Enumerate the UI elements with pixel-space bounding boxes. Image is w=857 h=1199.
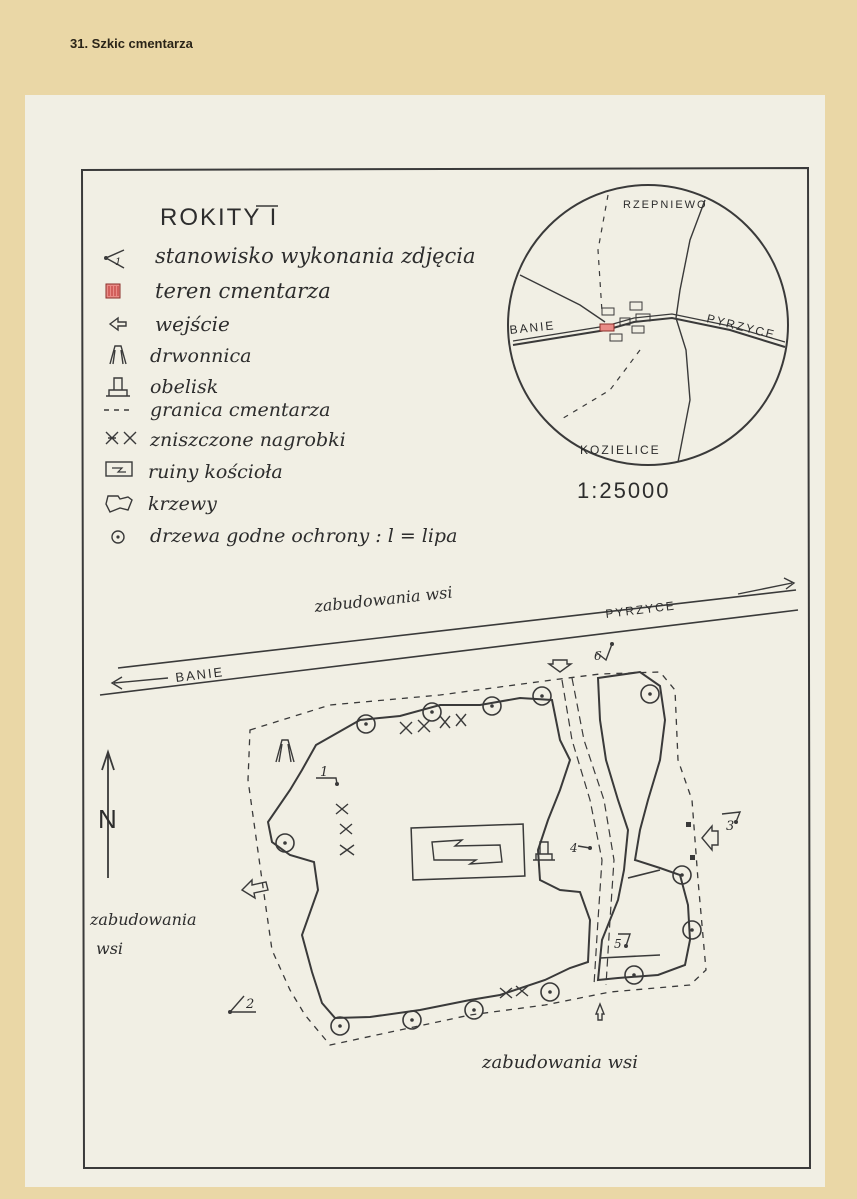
inset-scale: 1:25000 bbox=[577, 478, 671, 503]
legend-label-obelisk: obelisk bbox=[150, 376, 218, 398]
sheet bbox=[25, 95, 825, 1187]
photo-point-3: 3 bbox=[721, 811, 742, 834]
inset-road-west bbox=[519, 274, 606, 323]
svg-text:1: 1 bbox=[115, 257, 121, 268]
photo-point-2-label: 2 bbox=[245, 997, 254, 1012]
chapel-icon bbox=[275, 739, 295, 763]
church-ruins-inner bbox=[431, 839, 503, 865]
inset-cemetery-marker bbox=[599, 323, 615, 332]
page-heading: 31. Szkic cmentarza bbox=[70, 36, 193, 51]
tree-circle-icon bbox=[111, 530, 125, 544]
inset-path-north bbox=[597, 194, 609, 313]
road-label-west: BANIE bbox=[175, 664, 225, 685]
photo-point-1-label: 1 bbox=[320, 765, 328, 780]
inset-main-road bbox=[512, 316, 786, 348]
cemetery-boundary bbox=[247, 671, 707, 1046]
label-settlement-west-1: zabudowania bbox=[89, 910, 197, 929]
sketch-frame bbox=[80, 166, 812, 1169]
camera-angle-icon: 1 bbox=[104, 249, 125, 269]
road-arrow-west-icon bbox=[110, 676, 169, 690]
entrance-arrow-icon bbox=[108, 316, 127, 332]
church-ruins bbox=[410, 823, 526, 881]
road-edge-south bbox=[99, 609, 799, 696]
north-arrow-letter: N bbox=[98, 804, 119, 834]
legend-label-church-ruins: ruiny kościoła bbox=[148, 461, 283, 483]
obelisk-icon bbox=[533, 841, 555, 861]
road-label-east: PYRZYCE bbox=[605, 598, 677, 621]
north-arrow: N bbox=[98, 749, 119, 878]
photo-point-5-label: 5 bbox=[614, 937, 622, 951]
cemetery-west-section bbox=[266, 696, 592, 1020]
legend-label-destroyed-graves: zniszczone nagrobki bbox=[149, 429, 346, 451]
label-settlement-west-2: wsi bbox=[96, 939, 123, 958]
inset-label-east: PYRZYCE bbox=[705, 311, 777, 342]
photo-point-4-label: 4 bbox=[569, 841, 578, 855]
church-ruins-icon bbox=[105, 461, 133, 477]
cemetery-east-section bbox=[596, 670, 692, 982]
inset-path-south bbox=[559, 349, 641, 421]
photo-point-3-label: 3 bbox=[726, 819, 734, 834]
label-settlement-south: zabudowania wsi bbox=[481, 1052, 638, 1073]
photo-point-6-label: 6 bbox=[594, 649, 602, 663]
inset-label-north: RZEPNIEWO bbox=[623, 199, 708, 211]
map-title: ROKITY I bbox=[160, 204, 278, 231]
cemetery-east-subdivision bbox=[599, 869, 661, 959]
cemetery-plan: 1 2 3 4 5 6 bbox=[228, 642, 742, 1046]
entrance-south-icon bbox=[594, 1002, 606, 1021]
inset-circle bbox=[507, 184, 789, 466]
inset-map: RZEPNIEWO BANIE PYRZYCE KOZIELICE 1:2500… bbox=[507, 184, 789, 503]
entrance-east-icon bbox=[701, 824, 719, 852]
lane-dashed-west bbox=[571, 677, 615, 986]
legend-label-shrubs: krzewy bbox=[148, 493, 217, 515]
photo-point-4: 4 bbox=[569, 841, 592, 855]
legend-label-photo-point: stanowisko wykonania zdjęcia bbox=[155, 244, 476, 268]
shrubs-icon bbox=[105, 495, 133, 513]
cemetery-area-icon bbox=[105, 283, 121, 299]
gate-post-north bbox=[686, 822, 691, 827]
inset-road-north bbox=[675, 199, 706, 319]
legend: 1 bbox=[104, 249, 137, 544]
photo-point-2: 2 bbox=[228, 995, 256, 1014]
road-arrow-east-icon bbox=[737, 577, 796, 595]
legend-label-entrance: wejście bbox=[155, 312, 230, 336]
destroyed-graves-icon bbox=[105, 431, 137, 445]
legend-label-cemetery-area: teren cmentarza bbox=[155, 279, 331, 303]
legend-label-trees: drzewa godne ochrony : l = lipa bbox=[150, 525, 457, 547]
trees bbox=[275, 684, 702, 1036]
legend-label-boundary: granica cmentarza bbox=[150, 399, 330, 421]
photo-point-6: 6 bbox=[594, 642, 614, 663]
entrance-west-icon bbox=[240, 878, 269, 900]
legend-label-chapel: drwonnica bbox=[150, 345, 251, 367]
inset-label-west: BANIE bbox=[509, 318, 556, 337]
inset-main-road-edge bbox=[512, 313, 786, 343]
road-edge-north bbox=[117, 589, 797, 669]
entrance-north-icon bbox=[546, 659, 574, 673]
obelisk-icon bbox=[106, 377, 130, 397]
label-settlement-north: zabudowania wsi bbox=[312, 583, 453, 616]
gate-post-south bbox=[690, 855, 695, 860]
inset-buildings bbox=[601, 301, 651, 342]
destroyed-graves-group bbox=[335, 713, 529, 999]
inset-road-south bbox=[675, 317, 691, 463]
photo-point-1: 1 bbox=[316, 765, 339, 786]
chapel-icon bbox=[109, 345, 127, 365]
lane-dashed-east bbox=[561, 679, 603, 986]
photo-point-5: 5 bbox=[614, 933, 631, 951]
road: zabudowania wsi PYRZYCE BANIE bbox=[99, 577, 799, 696]
inset-label-south: KOZIELICE bbox=[580, 443, 661, 457]
